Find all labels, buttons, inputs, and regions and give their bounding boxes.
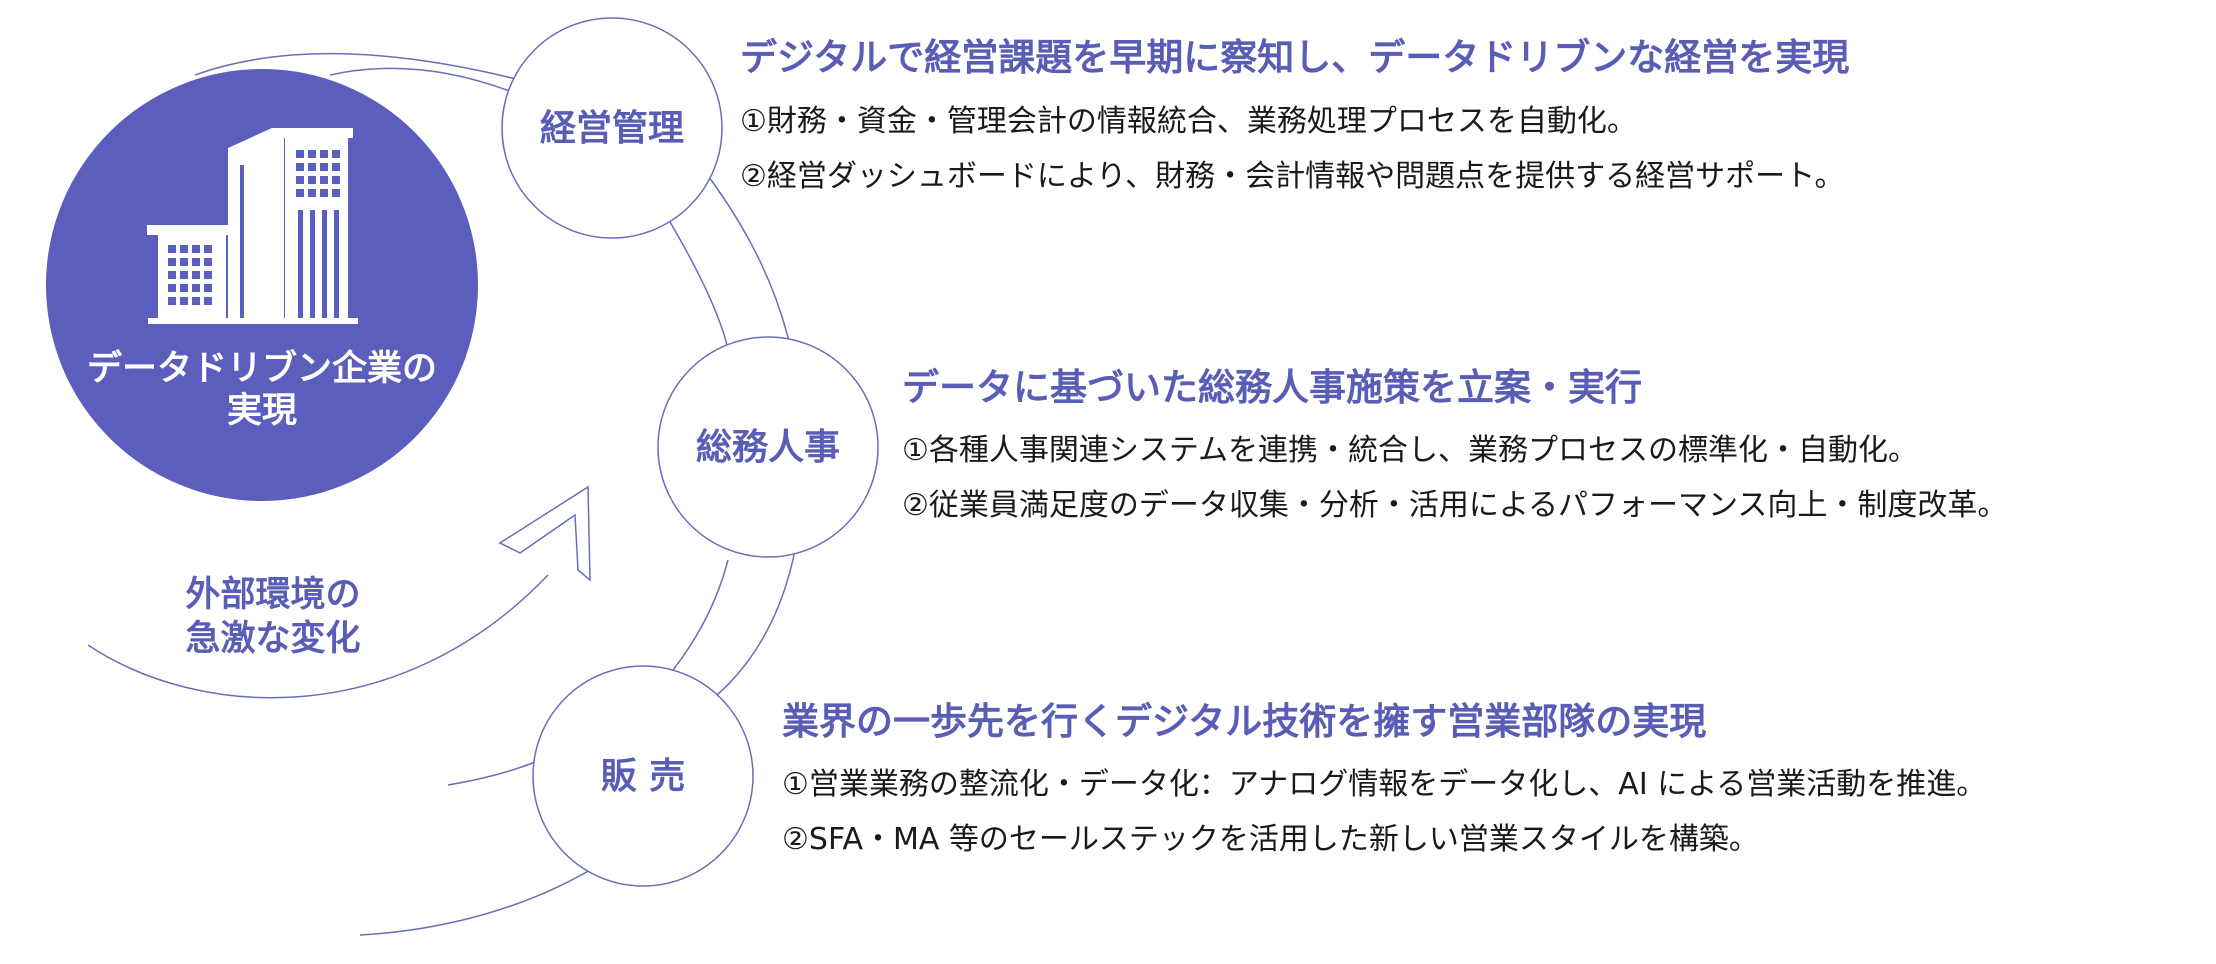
section-item: ①財務・資金・管理会計の情報統合、業務処理プロセスを自動化。: [740, 104, 1637, 139]
arc-bottom-left-lower: [359, 869, 591, 936]
arc-top-inner: [329, 67, 521, 96]
section-item: ②SFA・MA 等のセールステックを活用した新しい営業スタイルを構築。: [782, 822, 1759, 857]
arc-mid-to-bottom: [664, 559, 729, 681]
hub-label-line2: 実現: [227, 391, 297, 431]
section-heading: データに基づいた総務人事施策を立案・実行: [902, 366, 1642, 409]
external-label-line2: 急激な変化: [185, 618, 360, 659]
external-label-line1: 外部環境の: [185, 575, 360, 615]
section-circle-label: 経営管理: [540, 108, 684, 149]
section-circle: [532, 665, 754, 887]
section-item: ①営業業務の整流化・データ化：アナログ情報をデータ化し、AI による営業活動を推…: [782, 767, 1987, 802]
external-change-arrow: [87, 485, 591, 699]
section-circle: [657, 336, 879, 558]
section-item: ①各種人事関連システムを連携・統合し、業務プロセスの標準化・自動化。: [902, 433, 1918, 468]
arc-bottom-left-upper: [447, 761, 536, 786]
section-circle: [501, 17, 723, 239]
arrow-head: [498, 485, 591, 582]
arrow-curve: [87, 574, 549, 699]
section-node-somu: 総務人事: [657, 336, 879, 558]
building-windows: [168, 150, 340, 318]
section-node-keiei: 経営管理: [501, 17, 723, 239]
arc-top-outer: [194, 52, 521, 81]
section-circle-label: 総務人事: [696, 427, 840, 468]
section-heading: デジタルで経営課題を早期に察知し、データドリブンな経営を実現: [740, 36, 1850, 79]
section-item: ②経営ダッシュボードにより、財務・会計情報や問題点を提供する経営サポート。: [740, 159, 1845, 194]
hub-label-line1: データドリブン企業の: [87, 348, 437, 389]
section-heading: 業界の一歩先を行くデジタル技術を擁す営業部隊の実現: [782, 700, 1707, 743]
section-node-hanbai: 販 売: [532, 665, 754, 887]
section-item: ②従業員満足度のデータ収集・分析・活用によるパフォーマンス向上・制度改革。: [902, 488, 2008, 523]
section-circle-label: 販 売: [601, 756, 686, 797]
hub: データドリブン企業の 実現: [46, 69, 478, 501]
